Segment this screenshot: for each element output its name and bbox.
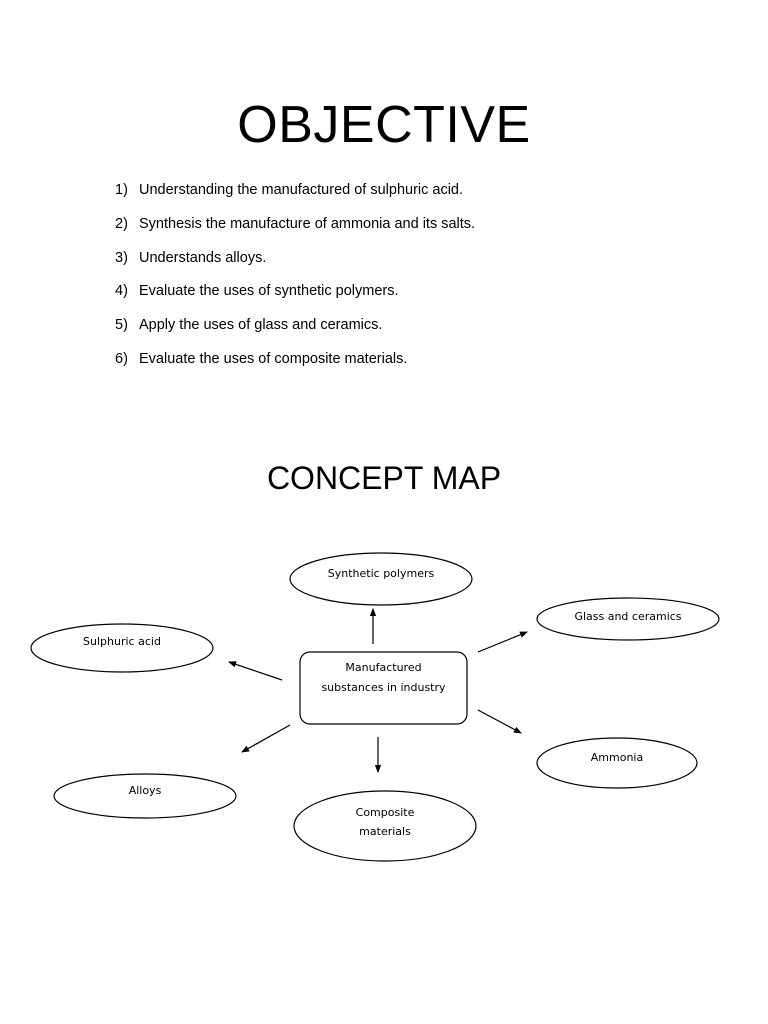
node-composite-materials: Composite materials bbox=[293, 790, 477, 862]
item-text: Apply the uses of glass and ceramics. bbox=[139, 317, 383, 334]
node-ellipse bbox=[30, 623, 214, 673]
objective-heading: OBJECTIVE bbox=[237, 96, 531, 154]
item-text: Understanding the manufactured of sulphu… bbox=[139, 182, 464, 198]
item-number: 5) bbox=[115, 317, 128, 334]
center-node: Manufactured substances in industry bbox=[299, 651, 468, 725]
item-text: Evaluate the uses of composite materials… bbox=[139, 350, 408, 367]
list-item: 1) Understanding the manufactured of sulp… bbox=[115, 180, 475, 214]
node-ellipse bbox=[289, 552, 473, 606]
node-label: Sulphuric acid bbox=[83, 635, 161, 648]
item-text: Understands alloys. bbox=[139, 249, 267, 266]
list-item: 3) Understands alloys. bbox=[115, 248, 475, 282]
node-ellipse bbox=[53, 773, 237, 819]
item-number: 4) bbox=[115, 283, 128, 300]
center-node-label-line1: Manufactured bbox=[345, 661, 421, 674]
arrow-to-sulphuric-acid bbox=[228, 661, 283, 681]
node-label: Glass and ceramics bbox=[574, 610, 681, 623]
node-ellipse bbox=[293, 790, 477, 862]
item-text: Evaluate the uses of synthetic polymers. bbox=[139, 283, 399, 300]
concept-map-heading: CONCEPT MAP bbox=[266, 460, 502, 496]
node-sulphuric-acid: Sulphuric acid bbox=[30, 623, 214, 673]
node-label-line2: materials bbox=[359, 825, 411, 838]
list-item: 5) Apply the uses of glass and ceramics. bbox=[115, 315, 475, 349]
center-node-box bbox=[299, 651, 468, 725]
center-node-label-line2: substances in industry bbox=[321, 681, 446, 694]
node-ammonia: Ammonia bbox=[536, 737, 698, 789]
node-label-line1: Composite bbox=[356, 806, 415, 819]
item-number: 2) bbox=[115, 215, 128, 232]
list-item: 4) Evaluate the uses of synthetic polymer… bbox=[115, 281, 475, 315]
node-glass-and-ceramics: Glass and ceramics bbox=[536, 597, 720, 641]
list-item: 2) Synthesis the manufacture of ammonia a… bbox=[115, 214, 475, 248]
node-alloys: Alloys bbox=[53, 773, 237, 819]
arrow-to-ammonia bbox=[477, 709, 522, 734]
arrow-to-alloys bbox=[241, 724, 291, 753]
objectives-list: 1) Understanding the manufactured of sulp… bbox=[115, 180, 475, 383]
arrow-to-glass-and-ceramics bbox=[477, 631, 528, 653]
node-ellipse bbox=[536, 597, 720, 641]
node-label: Alloys bbox=[129, 784, 162, 797]
node-synthetic-polymers: Synthetic polymers bbox=[289, 552, 473, 606]
node-label: Synthetic polymers bbox=[328, 567, 435, 580]
node-ellipse bbox=[536, 737, 698, 789]
item-number: 6) bbox=[115, 350, 128, 367]
item-number: 3) bbox=[115, 249, 128, 266]
list-item: 6) Evaluate the uses of composite materia… bbox=[115, 349, 475, 383]
item-number: 1) bbox=[115, 182, 128, 198]
item-text: Synthesis the manufacture of ammonia and… bbox=[139, 215, 476, 232]
node-label: Ammonia bbox=[591, 751, 643, 764]
